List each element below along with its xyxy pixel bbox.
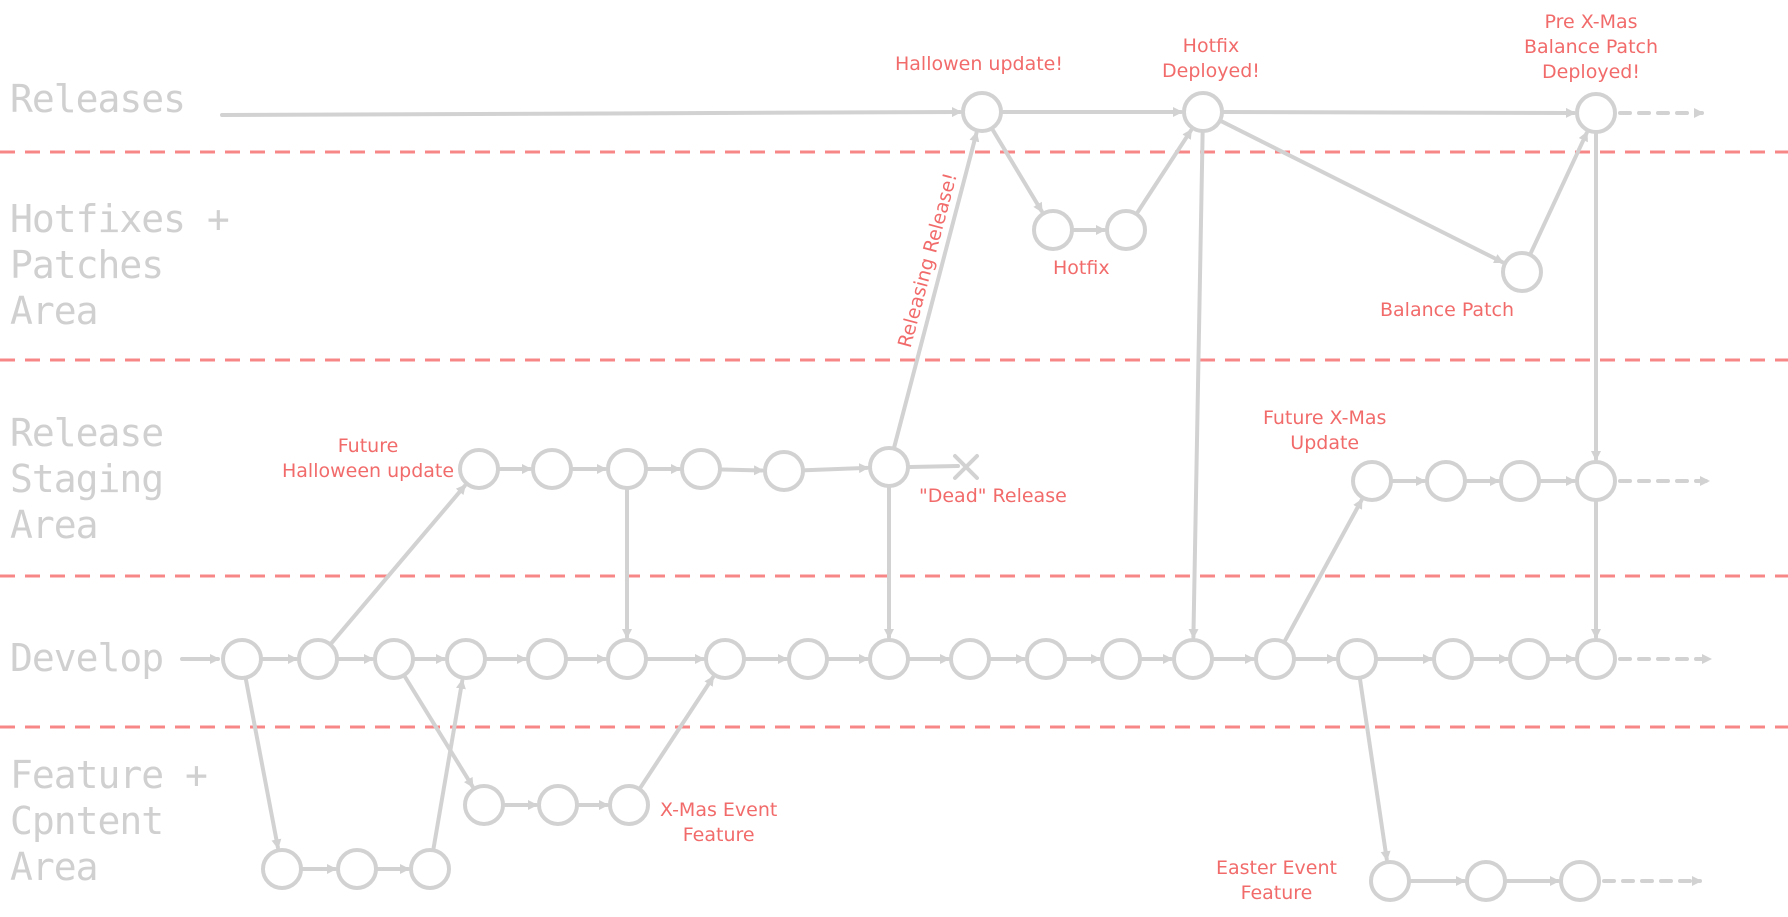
commit-node (608, 784, 650, 826)
edge-arrow (638, 675, 715, 790)
commit-node (1182, 91, 1224, 133)
commit-node (787, 638, 829, 680)
commit-node (1100, 638, 1142, 680)
commit-node (1432, 638, 1474, 680)
commit-node (1501, 251, 1543, 293)
commit-node (606, 638, 648, 680)
note-future-xmas: Future X-Mas Update (1263, 407, 1387, 454)
commit-node (1025, 638, 1067, 680)
commit-node (336, 848, 378, 890)
x-icon (953, 454, 979, 480)
lane-label-develop: Develop (10, 636, 164, 680)
commit-node (1559, 860, 1601, 902)
commit-node (1575, 92, 1617, 134)
commit-node (606, 448, 648, 490)
note-hotfix: Hotfix (1053, 257, 1110, 279)
commit-node (949, 638, 991, 680)
markers (953, 454, 979, 480)
commit-node (1575, 460, 1617, 502)
commit-node (1465, 860, 1507, 902)
commit-node (868, 638, 910, 680)
lane-label-staging: Release Staging Area (10, 411, 164, 547)
note-hotfix-deployed: Hotfix Deployed! (1162, 35, 1260, 82)
commit-node (297, 638, 339, 680)
release-line-start (220, 107, 962, 118)
commit-node (1105, 209, 1147, 251)
edge-arrow (403, 674, 475, 789)
note-dead-release: "Dead" Release (919, 485, 1067, 507)
commit-node (1351, 460, 1393, 502)
edge-arrow (719, 465, 765, 476)
edges (180, 107, 1712, 886)
commit-node (526, 638, 568, 680)
lane-dividers (0, 150, 1788, 729)
commit-node (1254, 638, 1296, 680)
lane-label-feature: Feature + Cpntent Area (10, 753, 208, 889)
commit-node (221, 638, 263, 680)
edge-arrow (1221, 107, 1577, 118)
lane-label-hotfixes: Hotfixes + Patches Area (10, 197, 230, 333)
edge-arrow (1219, 119, 1505, 265)
commit-node (445, 638, 487, 680)
commit-node (1425, 460, 1467, 502)
commit-node (537, 784, 579, 826)
edge-arrow (1358, 677, 1391, 862)
edge-arrow (243, 677, 282, 850)
edge-arrow (329, 483, 467, 645)
note-xmas-event-feature: X-Mas Event Feature (660, 799, 778, 846)
edge-arrow (892, 131, 980, 449)
edge-arrow (431, 678, 466, 851)
commit-node (1369, 860, 1411, 902)
commit-node (868, 446, 910, 488)
edge-arrow (1528, 130, 1589, 255)
edge-arrow (1188, 130, 1205, 640)
commit-node (1172, 638, 1214, 680)
note-future-halloween: Future Halloween update (282, 435, 455, 482)
edge-arrow (802, 463, 870, 474)
commit-node (1508, 638, 1550, 680)
commit-node (463, 784, 505, 826)
commit-node (704, 638, 746, 680)
lane-label-releases: Releases (10, 77, 186, 121)
commit-nodes (221, 91, 1617, 902)
edge-arrow (990, 127, 1044, 214)
commit-node (961, 91, 1003, 133)
commit-node (1575, 638, 1617, 680)
commit-node (1032, 209, 1074, 251)
note-pre-xmas-patch: Pre X-Mas Balance Patch Deployed! (1524, 11, 1659, 83)
commit-node (1499, 460, 1541, 502)
note-balance-patch: Balance Patch (1380, 299, 1515, 321)
commit-node (680, 448, 722, 490)
commit-node (373, 638, 415, 680)
edge-arrow (1135, 128, 1193, 215)
commit-node (763, 450, 805, 492)
edge-arrow (1283, 498, 1364, 643)
note-easter-event-feature: Easter Event Feature (1216, 857, 1337, 904)
commit-node (458, 448, 500, 490)
dead-release-line (908, 464, 960, 469)
note-halloween-update: Hallowen update! (895, 53, 1063, 75)
commit-node (531, 448, 573, 490)
commit-node (409, 848, 451, 890)
commit-node (261, 848, 303, 890)
commit-node (1336, 638, 1378, 680)
